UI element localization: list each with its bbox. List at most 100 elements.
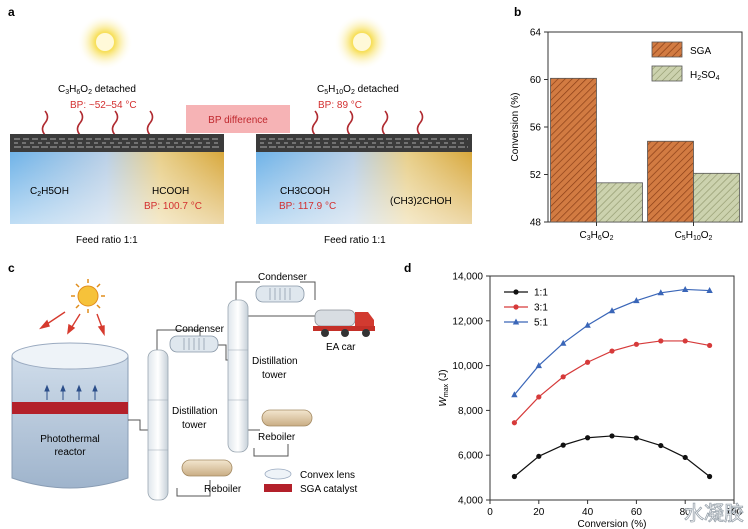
left-catalyst-layer [10,134,224,152]
x-tick-label-4: 80 [680,507,692,518]
right-compound-1: CH3COOH [280,186,330,197]
sun-icon-process [71,279,105,313]
right-detached-label: C5H10O2 detached [317,84,399,96]
y-tick-label-0: 4,000 [458,496,483,507]
point-2-6 [657,289,664,296]
point-1-5 [633,341,640,347]
sun-ray-arrows [39,311,105,337]
left-detached-label: C3H6O2 detached [58,84,136,96]
y-tick-label-2: 56 [530,123,542,134]
y-tick-label-2: 8,000 [458,406,483,417]
point-0-7 [682,454,688,461]
tower-2-label-line2: tower [262,370,287,381]
x-tick-label-3: 60 [631,507,643,518]
legend-marker-1 [513,304,519,310]
legend-label-0: 1:1 [534,288,548,299]
distillation-tower-1: Distillation tower [147,349,218,501]
y-tick-label-5: 14,000 [452,272,483,283]
point-1-8 [707,342,713,349]
legend-label-2: 5:1 [534,318,548,329]
reactor-label-line2: reactor [54,447,86,458]
point-0-3 [585,435,591,441]
point-1-7 [682,338,688,344]
ea-car-label: EA car [326,342,356,353]
x-tick-label-5: 100 [726,507,743,518]
x-tick-label-0: C3H6O2 [580,230,614,242]
y-tick-label-4: 12,000 [452,316,483,327]
bp-difference-label: BP difference [208,115,268,126]
sun-core-left [96,33,114,51]
point-1-6 [658,338,664,344]
legend-label-1: 3:1 [534,303,548,314]
point-0-2 [560,442,566,448]
right-feed-ratio: Feed ratio 1:1 [324,235,386,246]
panel-a-letter: a [8,5,15,19]
panel-c-letter: c [8,261,15,275]
tower-2-label-line1: Distillation [252,356,298,367]
panel-b-letter: b [514,5,521,19]
legend-swatch-0 [651,41,683,58]
x-tick-label-1: 20 [533,507,545,518]
condenser-2-label: Condenser [258,272,308,283]
x-tick-label-2: 40 [582,507,594,518]
bar-h2so4-1 [693,172,740,223]
legend-sga-catalyst: SGA catalyst [300,484,357,495]
point-2-2 [560,339,567,346]
left-compound-2: HCOOH [152,186,189,197]
y-tick-label-3: 10,000 [452,361,483,372]
vapor-squiggles [41,110,424,136]
watermark: 水凝胶 [684,502,744,525]
point-1-2 [560,374,566,380]
point-2-1 [535,362,542,369]
y-axis-label: Wmax (J) [438,369,450,406]
distillation-tower-2: Distillation tower [227,299,298,453]
point-2-3 [584,321,591,328]
panel-a: a C3H6O2 detached BP: ~52–54 °C C5H10O2 … [8,5,472,246]
sga-catalyst-swatch [264,484,292,492]
y-tick-label-1: 6,000 [458,451,483,462]
tower-1-label-line1: Distillation [172,406,218,417]
point-2-5 [633,297,640,304]
legend-convex-lens: Convex lens [300,470,355,481]
point-0-0 [511,473,517,480]
legend-label-1: H2SO4 [690,70,720,82]
bar-h2so4-0 [596,182,643,223]
panel-d-letter: d [404,261,411,275]
left-bp-label: BP: ~52–54 °C [70,100,137,111]
reboiler-2-label: Reboiler [258,432,296,443]
reactor-label-line1: Photothermal [40,434,99,445]
bar-sga-1 [647,140,694,223]
x-tick-label-1: C5H10O2 [675,230,713,242]
sga-catalyst-layer [12,402,128,414]
line-chart: 4,000 6,000 8,000 10,000 12,000 14,000 0 20 40 60… [438,272,743,529]
point-1-3 [585,359,591,365]
x-axis-label: Conversion (%) [578,519,647,529]
series-line-0 [514,435,710,477]
left-feed-ratio: Feed ratio 1:1 [76,235,138,246]
reboiler-2: Reboiler [258,409,313,443]
y-tick-label-0: 48 [530,218,542,229]
convex-lens [11,342,129,370]
right-compound-2: (CH3)2CHOH [390,196,452,207]
bp-difference-box [186,105,290,133]
reboiler-1-label: Reboiler [204,484,242,495]
y-axis-label: Conversion (%) [510,93,521,162]
plot-frame [489,275,735,501]
panel-c: c Photot [8,261,375,501]
y-tick-label-4: 64 [530,28,542,39]
x-tick-label-0: 0 [487,507,493,518]
point-1-4 [609,348,615,354]
point-2-0 [511,391,518,398]
condenser-1: Condenser [169,324,225,353]
convex-lens-swatch [264,468,292,480]
tower-1-label-line2: tower [182,420,207,431]
point-0-8 [707,473,713,480]
point-0-1 [536,453,542,459]
point-0-4 [609,433,615,439]
ea-car-icon: EA car [313,309,375,353]
reboiler-1: Reboiler [181,459,242,495]
legend-label-0: SGA [690,46,711,57]
photothermal-reactor: Photothermal reactor [11,342,129,489]
